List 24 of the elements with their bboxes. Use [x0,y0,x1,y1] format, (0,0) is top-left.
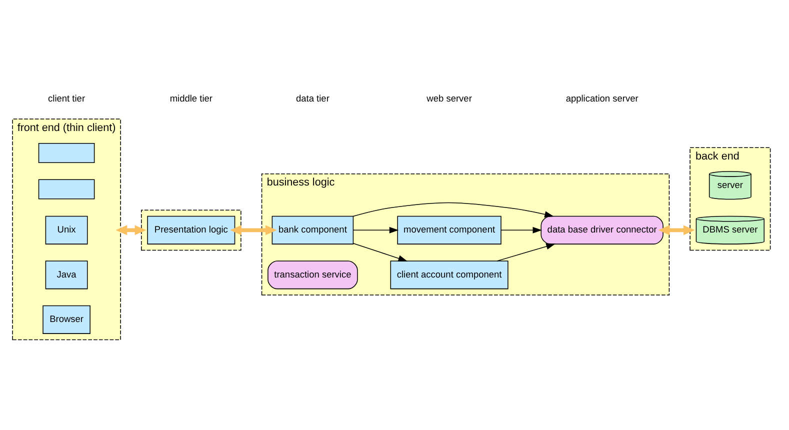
label: middle tier [170,92,212,103]
node-box: data base driver connector [540,215,664,244]
node-box [38,178,95,199]
node-box: client account component [390,260,508,289]
node-box [38,142,95,163]
arrow [116,224,146,235]
arrow [352,226,399,233]
node-box: Java [45,260,88,289]
arrow [352,202,554,218]
arrow [230,224,277,235]
node-box: Browser [42,304,90,334]
arrow [496,242,556,261]
node-box: bank component [272,215,354,244]
node-box: Unix [45,215,88,244]
label: application server [566,92,638,103]
label: client tier [48,92,86,103]
node-box: Presentation logic [147,215,236,244]
label: data tier [296,92,330,103]
arrow [500,226,542,233]
arrow [658,224,695,235]
node-box: transaction service [268,260,358,289]
label: web server [426,92,472,103]
node-box: movement component [397,215,502,244]
arrow [352,242,408,261]
